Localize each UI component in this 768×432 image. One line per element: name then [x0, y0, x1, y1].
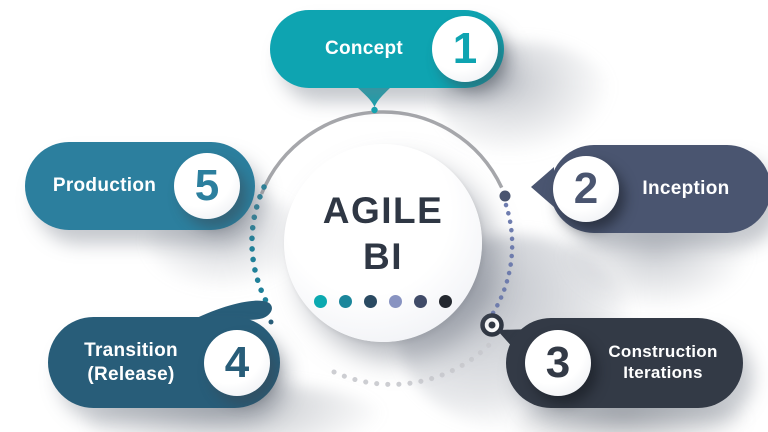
- step-bubble-inception: 2 Inception: [550, 145, 768, 233]
- progress-dots: [314, 294, 452, 308]
- step-number-badge: 1: [432, 16, 498, 82]
- progress-dot: [314, 294, 327, 308]
- step-label: Inception: [642, 178, 730, 200]
- arc-right-dotted: [484, 202, 515, 325]
- step-label-line2: (Release): [87, 363, 175, 385]
- progress-dot: [364, 294, 377, 308]
- step-label-line1: Construction: [608, 342, 718, 362]
- step-bubble-transition-release: Transition (Release) 4: [48, 317, 280, 408]
- step-label: Production: [52, 175, 157, 197]
- progress-dot: [439, 294, 452, 308]
- tail-inception: [531, 167, 554, 207]
- step-bubble-production: Production 5: [25, 142, 255, 230]
- progress-dot: [389, 294, 402, 308]
- progress-dot: [414, 294, 427, 308]
- center-circle: AGILE BI: [284, 144, 482, 342]
- tail-transition-dot: [268, 319, 274, 325]
- step-label-line1: Transition: [84, 340, 178, 362]
- center-title-line1: AGILE: [322, 190, 444, 232]
- arc-left-dotted: [249, 184, 269, 304]
- step-bubble-concept: Concept 1: [270, 10, 504, 88]
- arc-bottom-dotted: [331, 339, 495, 387]
- tail-concept-dot: [371, 106, 378, 114]
- arc-node-dot: [499, 190, 511, 202]
- step-bubble-construction-iterations: 3 Construction Iterations: [506, 318, 743, 408]
- step-number-badge: 2: [553, 156, 619, 222]
- tail-concept: [354, 84, 394, 107]
- center-title: AGILE BI: [323, 188, 444, 278]
- step-number-badge: 5: [174, 153, 240, 219]
- cycle-marker-icon: [480, 313, 504, 337]
- soft-shadow-step2: [558, 222, 753, 312]
- step-number-badge: 4: [204, 329, 270, 396]
- step-label: Construction Iterations: [591, 342, 735, 383]
- arc-top: [259, 110, 504, 195]
- step-number-badge: 3: [525, 330, 591, 396]
- step-label: Transition (Release): [58, 339, 204, 385]
- step-label: Concept: [324, 38, 404, 60]
- step-label-line2: Iterations: [623, 363, 703, 382]
- center-title-line2: BI: [363, 235, 403, 277]
- progress-dot: [339, 294, 352, 308]
